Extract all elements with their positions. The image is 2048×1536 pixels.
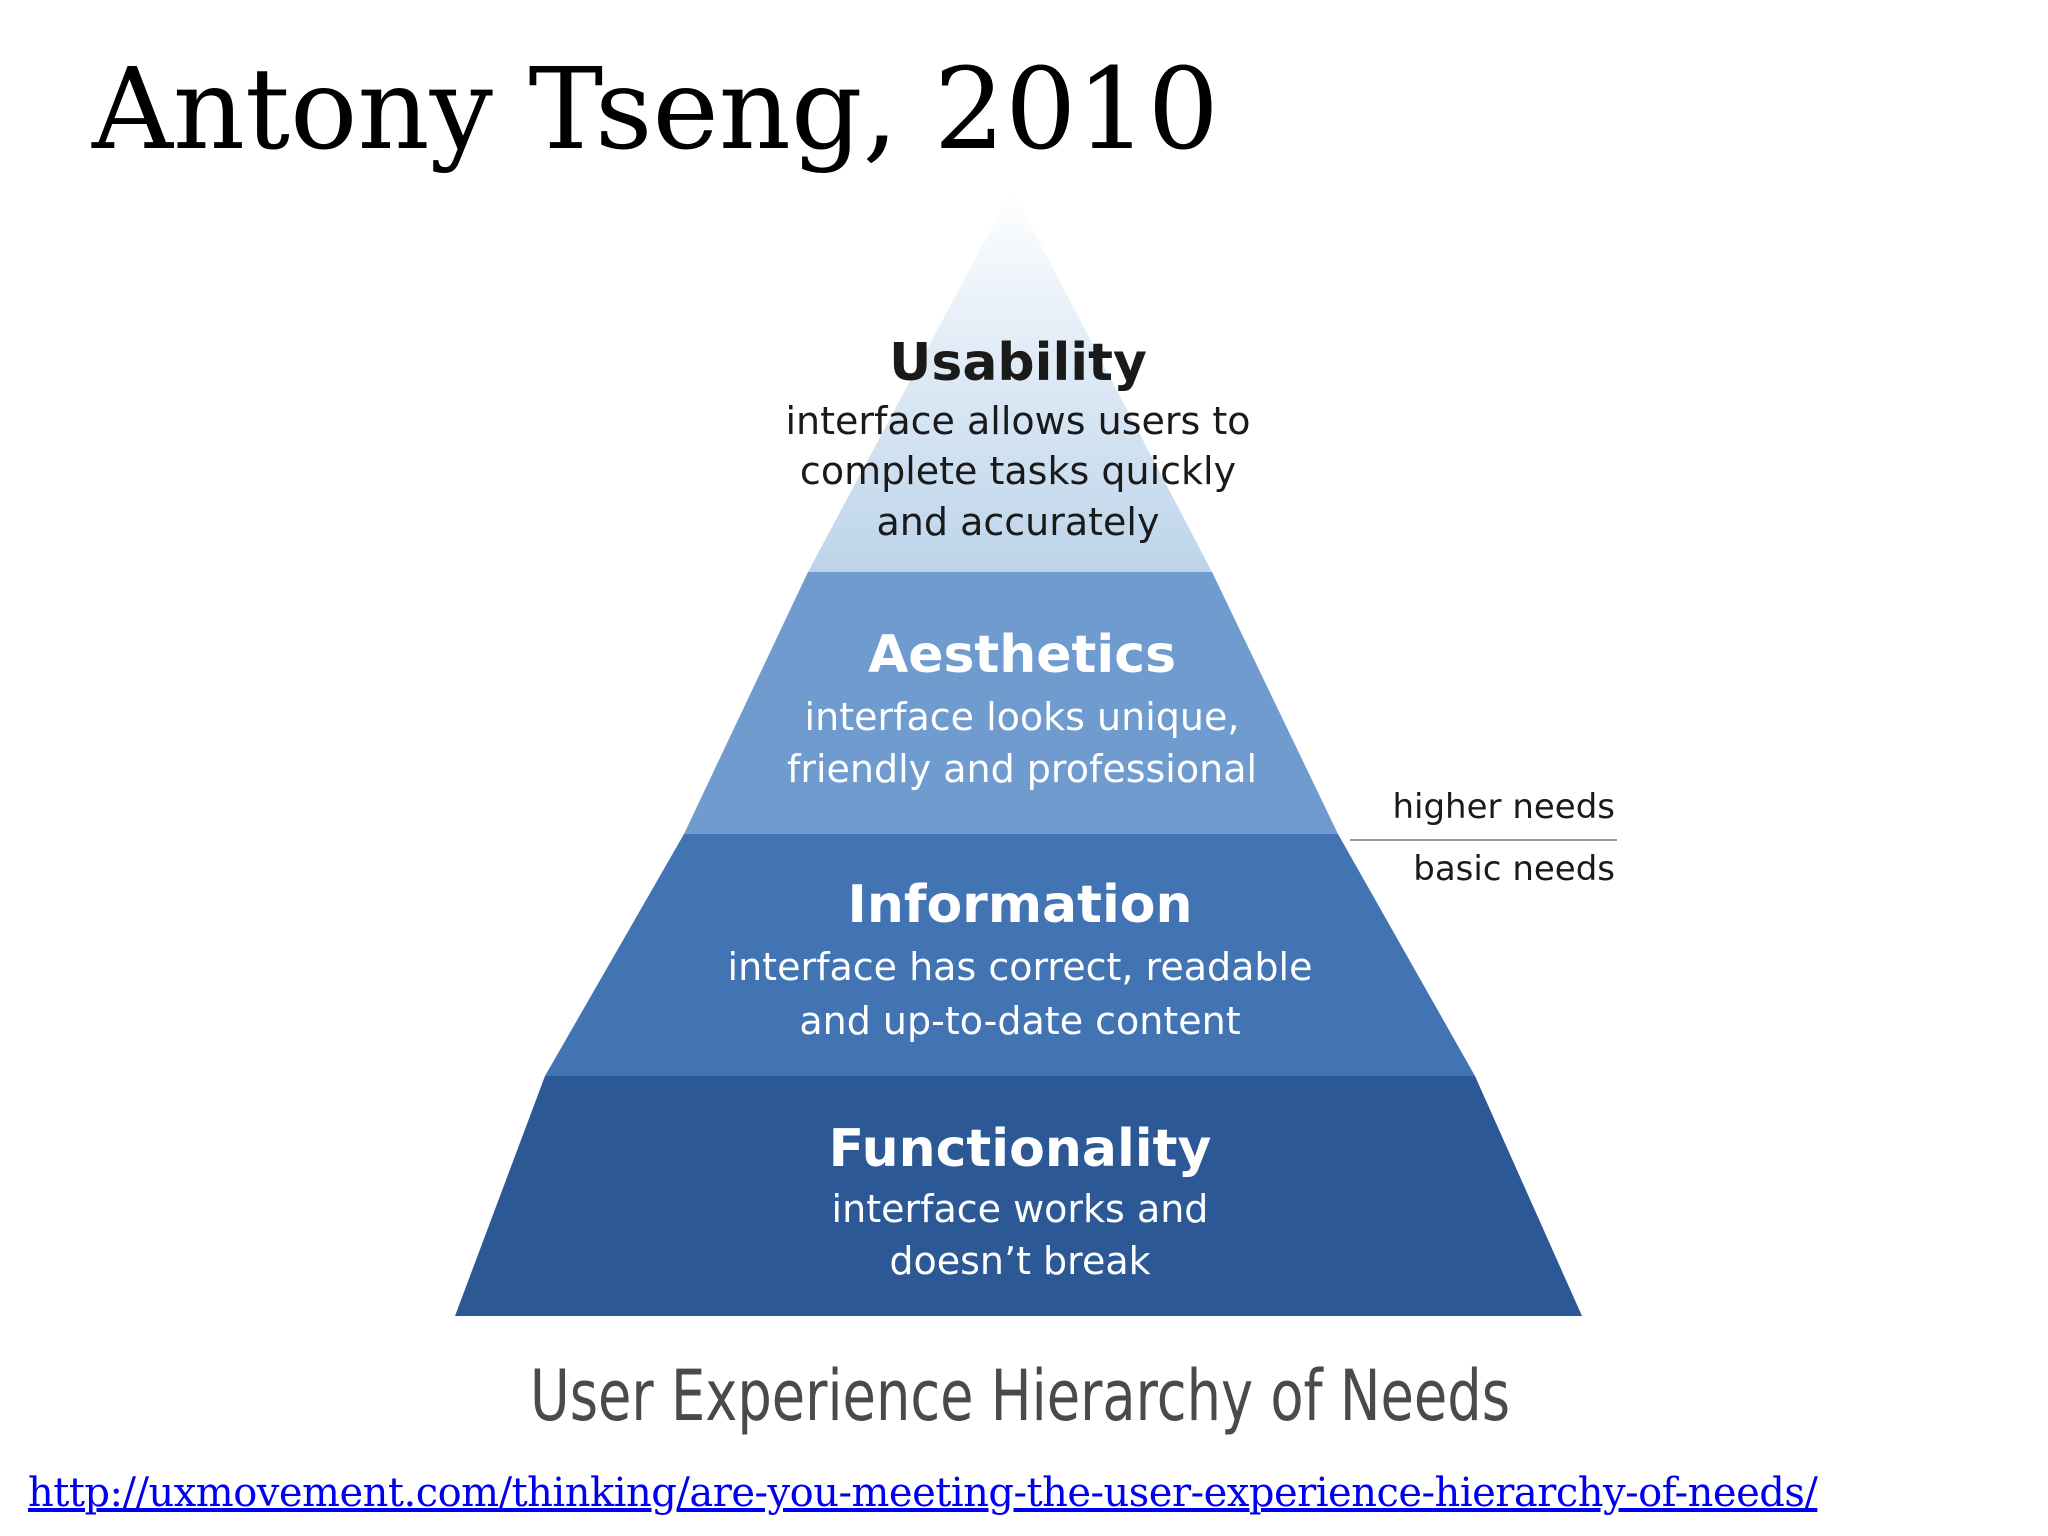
pyramid-caption: User Experience Hierarchy of Needs bbox=[530, 1355, 1510, 1437]
pyramid-band-usability bbox=[808, 190, 1212, 572]
level-desc-usability-line-2: complete tasks quickly bbox=[800, 449, 1236, 493]
level-desc-functionality-line-2: doesn’t break bbox=[889, 1239, 1150, 1283]
level-title-information: Information bbox=[847, 875, 1192, 935]
level-desc-information-line-2: and up-to-date content bbox=[799, 999, 1240, 1043]
slide-title: Antony Tseng, 2010 bbox=[92, 45, 1219, 175]
level-desc-usability-line-1: interface allows users to bbox=[785, 399, 1250, 443]
source-link[interactable]: http://uxmovement.com/thinking/are-you-m… bbox=[28, 1470, 1818, 1516]
level-desc-aesthetics-line-1: interface looks unique, bbox=[805, 695, 1240, 739]
level-desc-information-line-1: interface has correct, readable bbox=[728, 945, 1313, 989]
level-title-aesthetics: Aesthetics bbox=[868, 625, 1176, 685]
level-desc-usability-line-3: and accurately bbox=[877, 500, 1160, 544]
pyramid-band-functionality bbox=[455, 1076, 1582, 1316]
level-title-functionality: Functionality bbox=[829, 1119, 1212, 1179]
level-title-usability: Usability bbox=[889, 333, 1147, 393]
higher-needs-label: higher needs bbox=[1392, 787, 1615, 827]
basic-needs-label: basic needs bbox=[1413, 849, 1615, 889]
level-desc-functionality-line-1: interface works and bbox=[832, 1187, 1209, 1231]
level-desc-aesthetics-line-2: friendly and professional bbox=[787, 747, 1257, 791]
pyramid-band-aesthetics bbox=[684, 572, 1338, 834]
pyramid-band-information bbox=[545, 834, 1475, 1076]
